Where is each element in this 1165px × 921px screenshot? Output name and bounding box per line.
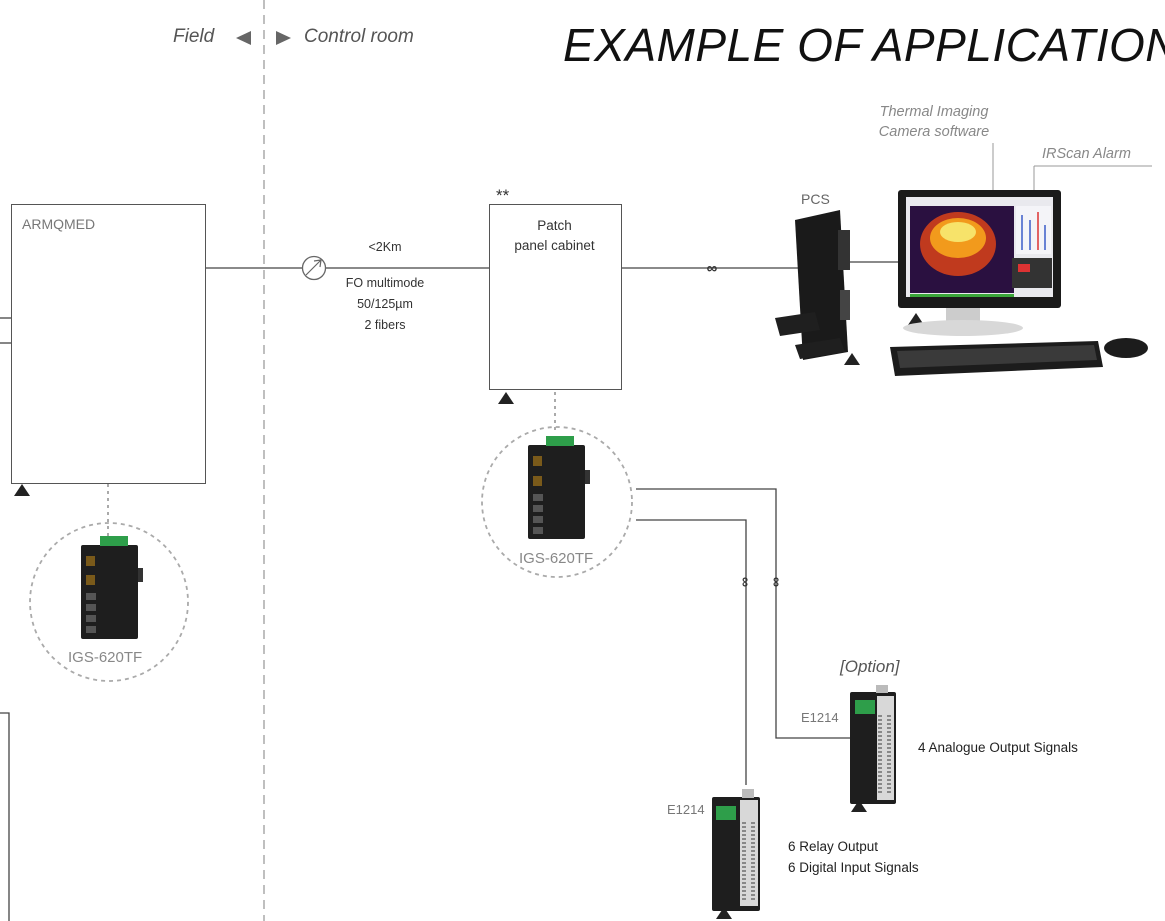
option-label: [Option] xyxy=(840,657,900,676)
relay-module-desc1: 6 Relay Output xyxy=(788,839,879,854)
analog-module-desc: 4 Analogue Output Signals xyxy=(918,740,1078,755)
monitor-icon xyxy=(898,190,1061,336)
cable-symbol-icon: ∞ xyxy=(707,260,718,277)
irscan-alarm-label: IRScan Alarm xyxy=(1042,146,1131,162)
svg-text:∞: ∞ xyxy=(769,577,785,587)
pcs-computer-icon xyxy=(775,210,850,360)
mouse-icon xyxy=(1104,338,1148,358)
io-module-relay xyxy=(712,789,760,911)
thermal-software-line2: Camera software xyxy=(878,124,990,140)
switch-device-left xyxy=(81,536,143,639)
fiber-distance: <2Km xyxy=(368,240,402,254)
armqmed-box xyxy=(11,204,206,484)
switch-label-center: IGS-620TF xyxy=(519,550,594,567)
patch-panel-marker: ** xyxy=(496,186,510,205)
switch-circle-center xyxy=(481,426,633,578)
relay-module-desc2: 6 Digital Input Signals xyxy=(788,860,919,875)
arrow-left-icon xyxy=(236,31,251,45)
fiber-count: 2 fibers xyxy=(364,318,406,332)
patch-panel-box xyxy=(489,204,622,390)
patch-panel-line1: Patch xyxy=(537,218,572,233)
relay-module-model: E1214 xyxy=(667,802,705,817)
fiber-type: FO multimode xyxy=(345,276,425,290)
fiber-spec: 50/125µm xyxy=(357,297,413,311)
io-module-analog xyxy=(850,685,896,804)
analog-module-model: E1214 xyxy=(801,710,839,725)
patch-panel-line2: panel cabinet xyxy=(514,238,595,253)
armqmed-label: ARMQMED xyxy=(22,216,96,232)
arrow-right-icon xyxy=(276,31,291,45)
control-room-zone-label: Control room xyxy=(304,26,414,47)
pcs-label: PCS xyxy=(801,191,830,207)
switch-device-center xyxy=(528,436,590,539)
svg-text:∞: ∞ xyxy=(738,577,754,587)
field-zone-label: Field xyxy=(173,26,215,47)
page-title: EXAMPLE OF APPLICATION xyxy=(563,19,1165,71)
fiber-link-icon xyxy=(301,255,327,281)
switch-circle-left xyxy=(29,522,189,682)
switch-label-left: IGS-620TF xyxy=(68,649,143,666)
thermal-software-line1: Thermal Imaging xyxy=(879,104,989,120)
